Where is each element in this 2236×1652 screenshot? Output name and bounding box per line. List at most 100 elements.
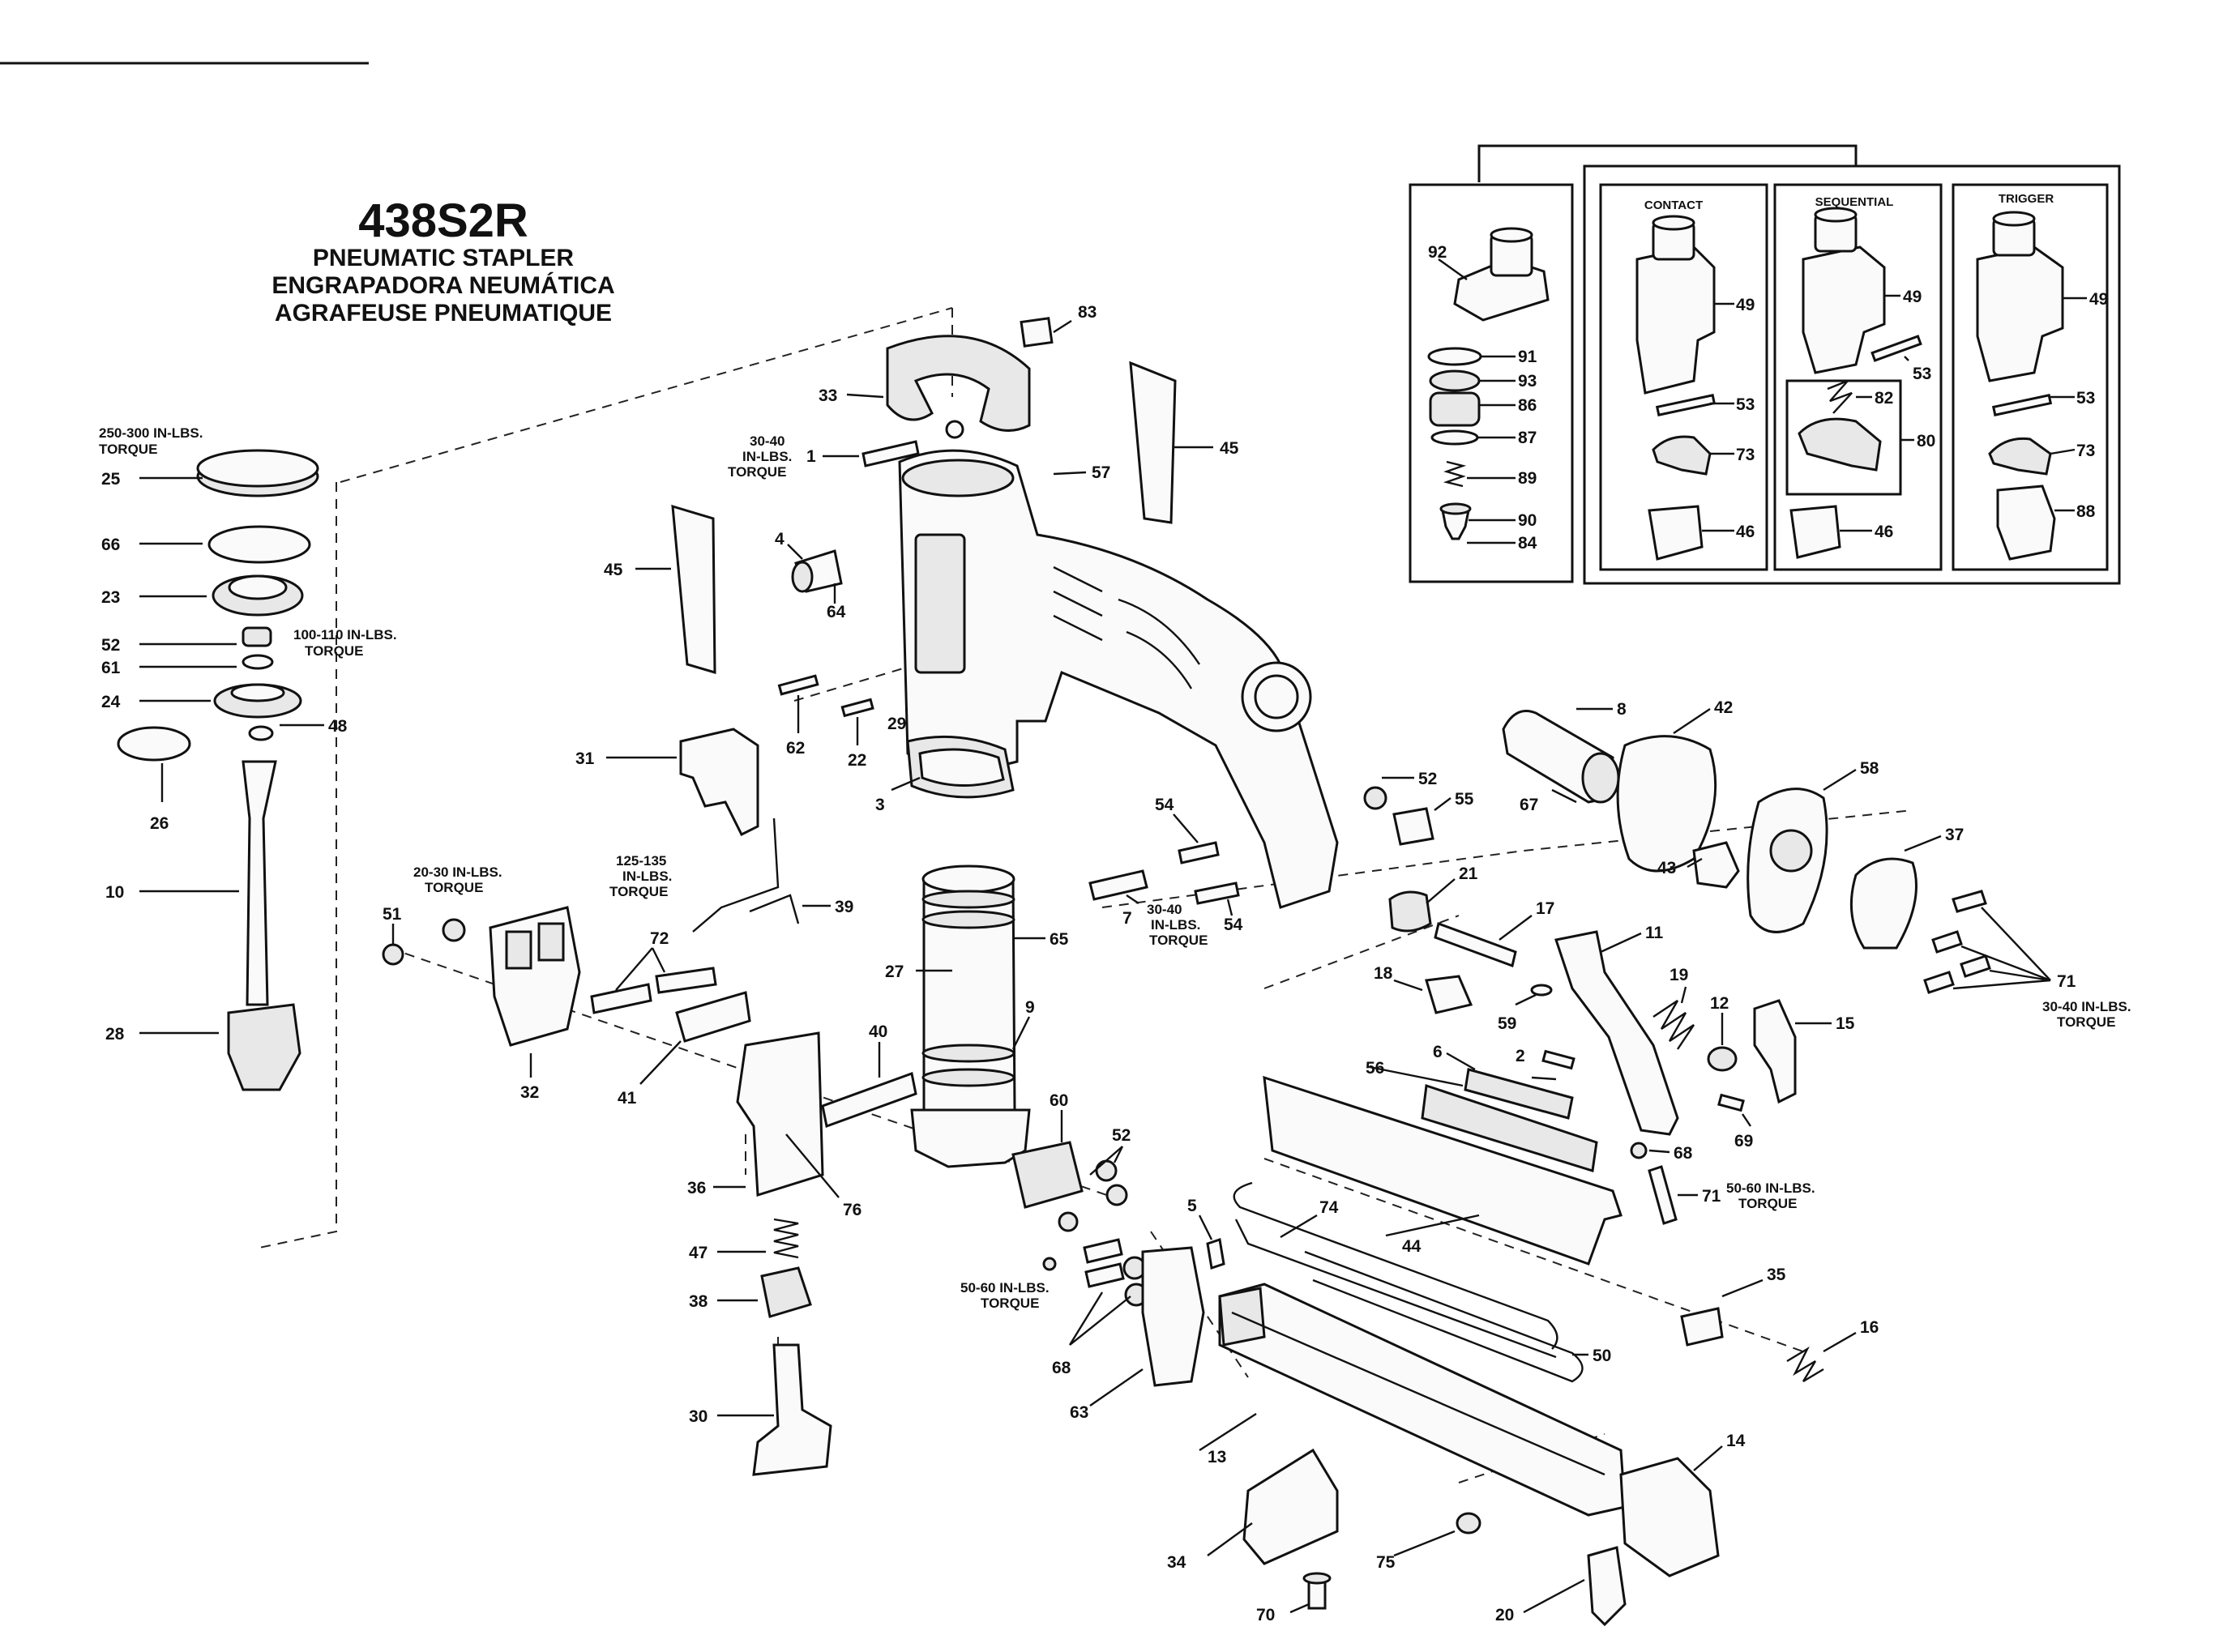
callout-15: 15 (1836, 1014, 1855, 1033)
part-arm-40 (821, 1071, 917, 1129)
callout-71-b: 71 (1702, 1187, 1721, 1206)
part-screw-71-b (1648, 1165, 1678, 1225)
part-washer-61 (242, 654, 274, 670)
part-screw-17 (1434, 922, 1517, 967)
callout-60: 60 (1050, 1091, 1068, 1110)
callout-29: 29 (887, 715, 906, 733)
callout-5: 5 (1187, 1197, 1197, 1215)
callout-1: 1 (806, 447, 816, 466)
part-oring-66 (207, 525, 311, 564)
part-pin-59 (1530, 984, 1553, 997)
part-pin-53-contact (1655, 394, 1717, 416)
torque-52-line2: TORQUE (305, 643, 363, 659)
torque-52-line1: 100-110 IN-LBS. (293, 627, 397, 642)
callout-73-trigger: 73 (2076, 442, 2095, 460)
callout-44: 44 (1402, 1237, 1422, 1256)
callout-2: 2 (1516, 1047, 1525, 1065)
part-plate-41 (675, 991, 751, 1043)
callout-24: 24 (101, 693, 121, 711)
callout-53-trigger: 53 (2076, 389, 2095, 408)
callout-69: 69 (1734, 1132, 1753, 1150)
part-trigger-88 (1996, 485, 2056, 561)
callout-43: 43 (1657, 859, 1676, 877)
part-cap-33 (886, 335, 1031, 432)
torque-71b-line2: TORQUE (1738, 1196, 1797, 1211)
endcap-group: 8 67 42 58 43 37 71 30-40 IN-LBS. TORQUE (1502, 698, 2131, 1030)
inset-label-contact: CONTACT (1644, 198, 1703, 212)
part-seal-93 (1429, 369, 1481, 392)
part-gasket-21 (1388, 890, 1432, 933)
callout-33: 33 (819, 386, 837, 405)
part-screw-68 (1083, 1238, 1123, 1264)
inset-label-trigger: TRIGGER (1999, 192, 2054, 206)
title-block: 438S2R PNEUMATIC STAPLER ENGRAPADORA NEU… (271, 194, 614, 327)
callout-54-b: 54 (1224, 916, 1243, 934)
part-valve-49-trigger (1976, 245, 2064, 382)
callout-57: 57 (1092, 463, 1110, 482)
part-lever-73-contact (1652, 435, 1712, 476)
part-screw-72 (590, 983, 652, 1014)
callout-46-sequential: 46 (1875, 523, 1893, 541)
callout-74: 74 (1319, 1198, 1339, 1217)
callout-9: 9 (1025, 998, 1035, 1017)
part-pad-55 (1392, 807, 1434, 846)
callout-91: 91 (1518, 348, 1537, 366)
callout-76: 76 (843, 1201, 861, 1219)
model-number: 438S2R (358, 194, 528, 247)
part-spring-82 (1827, 379, 1853, 414)
part-cover-32 (489, 906, 581, 1047)
callout-46-contact: 46 (1736, 523, 1755, 541)
part-pin-22 (840, 698, 874, 718)
callout-50: 50 (1593, 1347, 1611, 1365)
callout-65: 65 (1050, 930, 1069, 949)
part-bumper-48 (248, 725, 274, 741)
callout-59: 59 (1498, 1014, 1516, 1033)
part-rail-44 (1263, 1075, 1622, 1266)
torque-51-line1: 20-30 IN-LBS. (413, 864, 502, 880)
callout-16: 16 (1860, 1318, 1879, 1337)
part-washer-12 (1707, 1046, 1738, 1072)
trigger-group: 54 54 7 30-40 IN-LBS. TORQUE 52 55 21 17… (1088, 770, 1855, 1225)
inset-label-sequential: SEQUENTIAL (1815, 195, 1894, 209)
torque-71a-line2: TORQUE (2057, 1014, 2115, 1030)
callout-30: 30 (689, 1407, 708, 1426)
part-block-18 (1425, 975, 1473, 1014)
callout-45-left: 45 (604, 561, 623, 579)
part-pin-54-b (1194, 881, 1240, 905)
callout-21: 21 (1459, 864, 1478, 883)
callout-39: 39 (835, 898, 853, 916)
part-valve-49-contact (1635, 245, 1716, 395)
frame-group: 31 39 51 72 32 41 36 76 40 47 38 30 20-3… (382, 728, 917, 1476)
torque-1-line2: IN-LBS. (742, 449, 792, 464)
part-strip-6 (1464, 1068, 1574, 1120)
callout-80: 80 (1917, 432, 1935, 450)
torque-72-line2: IN-LBS. (622, 869, 672, 884)
part-ring-68-b (1630, 1142, 1648, 1159)
part-label-83 (1020, 317, 1054, 348)
callout-7: 7 (1122, 909, 1132, 928)
part-lever-80 (1798, 417, 1882, 472)
callout-19: 19 (1670, 966, 1688, 984)
part-label-45-left (671, 504, 716, 675)
part-bracket-31 (679, 728, 759, 837)
part-pin-35 (1680, 1307, 1724, 1347)
callout-28: 28 (105, 1025, 125, 1044)
part-spring-47 (773, 1218, 799, 1259)
callout-8: 8 (1617, 700, 1627, 719)
callout-17: 17 (1536, 899, 1554, 918)
callout-25: 25 (101, 470, 121, 489)
callout-68-a: 68 (1052, 1359, 1071, 1377)
part-nut-52-c (1363, 786, 1387, 810)
callout-22: 22 (848, 751, 866, 770)
callout-3: 3 (875, 796, 885, 814)
torque-7-line3: TORQUE (1149, 933, 1208, 948)
callout-10: 10 (105, 883, 124, 902)
callout-36: 36 (687, 1179, 706, 1197)
torque-72-line1: 125-135 (616, 853, 666, 869)
part-post-5 (1206, 1238, 1225, 1270)
callout-86: 86 (1518, 396, 1537, 415)
inset-contact-panel (1599, 183, 1768, 571)
callout-34: 34 (1167, 1553, 1186, 1572)
assembly-axes (259, 307, 1913, 1483)
